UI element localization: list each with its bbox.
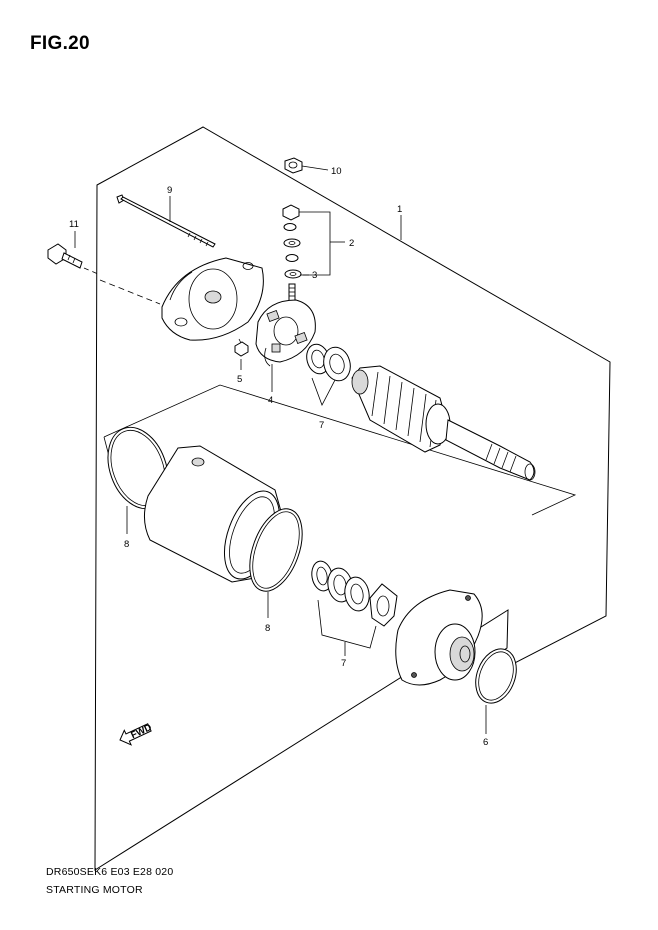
- callout-2: 2: [349, 238, 354, 249]
- callout-8-left: 8: [124, 539, 129, 550]
- brush-5-part: [234, 338, 249, 357]
- callout-8-right: 8: [265, 623, 270, 634]
- forward-arrow-icon: FWD: [119, 722, 154, 746]
- callout-6: 6: [483, 737, 488, 748]
- callout-5: 5: [237, 374, 242, 385]
- brush-holder-4-part: [255, 299, 316, 367]
- callout-10: 10: [331, 166, 342, 177]
- figure-code: DR650SEK6 E03 E28 020: [46, 866, 174, 878]
- callout-1: 1: [397, 204, 402, 215]
- screw-11-part: [47, 243, 83, 269]
- figure-title: FIG.20: [30, 33, 90, 54]
- end-cover-part: [161, 257, 264, 341]
- callout-9: 9: [167, 185, 172, 196]
- washer-set-7-lower-part: [311, 560, 398, 627]
- nut-10-part: [284, 157, 303, 174]
- callout-4: 4: [268, 395, 273, 406]
- callout-7-lower: 7: [341, 658, 346, 669]
- washer-stack-2-part: [282, 204, 302, 279]
- washer-set-7-upper-part: [306, 343, 351, 382]
- callout-7-upper: 7: [319, 420, 324, 431]
- front-bracket-part: [395, 589, 483, 686]
- callout-11: 11: [69, 219, 79, 230]
- o-ring-6-part: [475, 648, 517, 704]
- figure-caption: STARTING MOTOR: [46, 884, 143, 896]
- terminal-bolt-part: [288, 283, 296, 303]
- armature-plane: [103, 384, 577, 516]
- o-ring-8-right-part: [249, 508, 303, 592]
- through-bolt-9-part: [116, 194, 216, 248]
- armature-part: [351, 365, 536, 481]
- callout-3: 3: [312, 270, 317, 281]
- fwd-label: FWD: [129, 722, 153, 741]
